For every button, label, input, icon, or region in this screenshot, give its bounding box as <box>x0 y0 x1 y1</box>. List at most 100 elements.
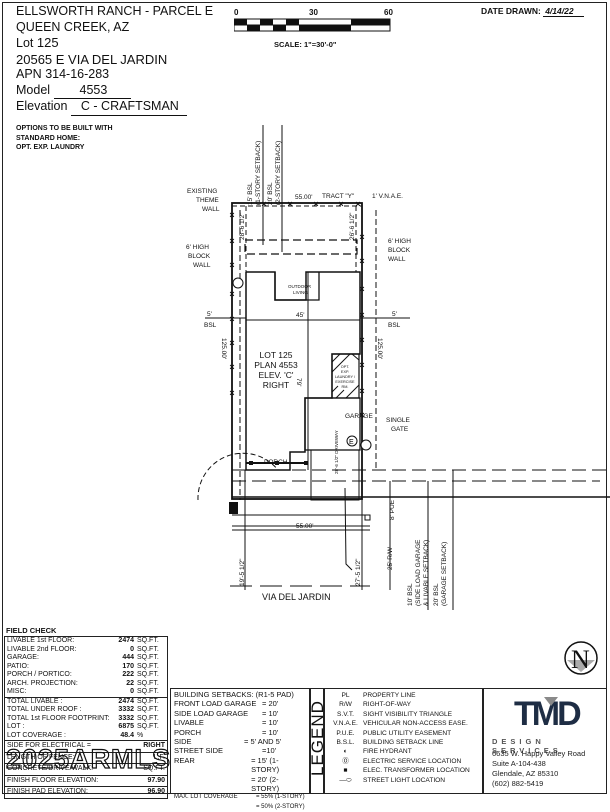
setback-row: LIVABLE= 10' <box>174 718 279 728</box>
svg-text:28'-6 1/2" DRIVEWAY: 28'-6 1/2" DRIVEWAY <box>334 430 339 474</box>
note-line: OPT. EXP. LAUNDRY <box>16 144 85 151</box>
electric-service-icon <box>346 435 358 447</box>
svg-text:E: E <box>349 439 354 446</box>
svg-text:×: × <box>229 338 234 348</box>
svg-text:×: × <box>359 232 364 242</box>
svg-text:125.00': 125.00' <box>220 338 227 359</box>
svg-text:×: × <box>355 199 360 209</box>
svg-text:26'-6 1/2": 26'-6 1/2" <box>349 212 356 240</box>
note-line: OPTIONS TO BE BUILT WITH <box>16 125 113 132</box>
svg-text:BSL: BSL <box>388 322 401 329</box>
svg-text:×: × <box>313 199 318 209</box>
svg-text:×: × <box>359 335 364 345</box>
project-city: QUEEN CREEK, AZ <box>16 19 130 34</box>
finish-pad-row: FINISH PAD ELEVATION:96.90 <box>5 786 167 798</box>
svg-text:EXP.: EXP. <box>341 370 349 374</box>
logo-triangle-icon <box>544 697 558 706</box>
transformer-icon <box>229 502 238 514</box>
side-electrical-row: SIDE FOR ELECTRICAL =RIGHT <box>5 740 167 752</box>
model-value: 4553 <box>53 83 132 99</box>
svg-text:OUTDOOR: OUTDOOR <box>288 284 312 289</box>
svg-text:(GARAGE SETBACK): (GARAGE SETBACK) <box>441 542 448 606</box>
svg-text:PLAN 4553: PLAN 4553 <box>254 360 298 370</box>
svg-text:WALL: WALL <box>202 206 220 213</box>
company-tagline: DESIGN SERVICES <box>492 737 562 755</box>
scale-tick: 30 <box>309 8 318 17</box>
svg-text:×: × <box>359 256 364 266</box>
project-name: ELLSWORTH RANCH - PARCEL E <box>16 4 214 18</box>
coverage-row: MAX. LOT COVERAGE= 55% (1-STORY) <box>174 794 305 801</box>
svg-text:TRACT "Y": TRACT "Y" <box>322 193 355 200</box>
north-arrow-icon: N <box>564 641 598 675</box>
scale-caption: SCALE: 1"=30'-0" <box>274 40 337 49</box>
svg-text:5': 5' <box>207 311 212 318</box>
svg-text:EXISTING: EXISTING <box>187 188 217 195</box>
watermark: 2025ARMLS <box>5 743 172 774</box>
street-light-icon: —⬭ <box>339 776 352 784</box>
date-label: DATE DRAWN: <box>481 6 541 16</box>
transformer-icon: ■ <box>343 767 348 775</box>
svg-text:BSL: BSL <box>204 322 217 329</box>
svg-text:RIGHT: RIGHT <box>263 380 289 390</box>
svg-text:×: × <box>359 410 364 420</box>
svg-text:THEME: THEME <box>196 197 219 204</box>
svg-text:PORCH: PORCH <box>264 459 288 466</box>
svg-text:20' BSL: 20' BSL <box>433 583 440 606</box>
scale-tick: 0 <box>234 8 239 17</box>
concrete-row: CONCRETE/DRIVE/WALK:SQ.FT. <box>5 763 167 775</box>
svg-text:N: N <box>571 645 590 674</box>
svg-text:19'-5 1/2": 19'-5 1/2" <box>239 558 246 586</box>
apn-value: 314-16-283 <box>45 67 110 81</box>
svg-text:OPT.: OPT. <box>341 365 349 369</box>
svg-text:55.00': 55.00' <box>296 523 314 530</box>
setbacks-title: BUILDING SETBACKS: (R1-5 PAD) <box>174 690 294 699</box>
setback-row: STREET SIDE=10' <box>174 746 277 756</box>
svg-text:6' HIGH: 6' HIGH <box>186 244 209 251</box>
svg-text:6' HIGH: 6' HIGH <box>388 238 411 245</box>
scale-bar: 0 30 60 SCALE: 1"=30'-0" <box>233 8 404 49</box>
setback-row: PORCH= 10' <box>174 727 279 737</box>
site-plan: ××× ××× ×× ××× ××× ×× ××× ×× E 15' BSL (… <box>186 125 610 610</box>
setback-row: FRONT LOAD GARAGE= 20' <box>174 699 279 709</box>
svg-text:(SIDE LOAD GARAGE: (SIDE LOAD GARAGE <box>415 539 422 606</box>
lot-number: 125 <box>36 35 59 50</box>
svg-text:BLOCK: BLOCK <box>188 253 211 260</box>
svg-text:(1-STORY SETBACK): (1-STORY SETBACK) <box>255 141 262 205</box>
svg-text:15' BSL: 15' BSL <box>247 182 254 205</box>
svg-text:10' BSL: 10' BSL <box>407 583 414 606</box>
total-row: LOT COVERAGE :48.4% <box>7 731 144 739</box>
svg-text:(2-STORY SETBACK): (2-STORY SETBACK) <box>275 141 282 205</box>
apn-label: APN <box>16 67 42 81</box>
elevation-value: C - CRAFTSMAN <box>70 99 187 116</box>
svg-text:WALL: WALL <box>388 256 406 263</box>
svg-text:×: × <box>229 236 234 246</box>
options-notes: OPTIONS TO BE BUILT WITH STANDARD HOME: … <box>16 124 113 153</box>
svg-text:EXERCISE: EXERCISE <box>335 380 355 384</box>
svg-text:×: × <box>229 289 234 299</box>
svg-text:27'-5 1/2": 27'-5 1/2" <box>355 558 362 586</box>
svg-text:×: × <box>359 310 364 320</box>
svg-text:GATE: GATE <box>391 426 409 433</box>
svg-text:×: × <box>229 210 234 220</box>
date-value: 4/14/22 <box>543 6 584 17</box>
setback-row: REAR= 15' (1-STORY) <box>174 755 280 775</box>
svg-text:8' PUE: 8' PUE <box>389 499 396 520</box>
svg-text:×: × <box>229 362 234 372</box>
fence-row: LENGTH OF FENCE:L.F. <box>5 751 167 764</box>
finish-floor-row: FINISH FLOOR ELEVATION:97.90 <box>5 774 167 787</box>
svg-text:×: × <box>359 360 364 370</box>
svg-text:125.00': 125.00' <box>376 338 383 359</box>
svg-text:1' V.N.A.E.: 1' V.N.A.E. <box>372 193 403 200</box>
svg-text:RM.: RM. <box>342 385 349 389</box>
